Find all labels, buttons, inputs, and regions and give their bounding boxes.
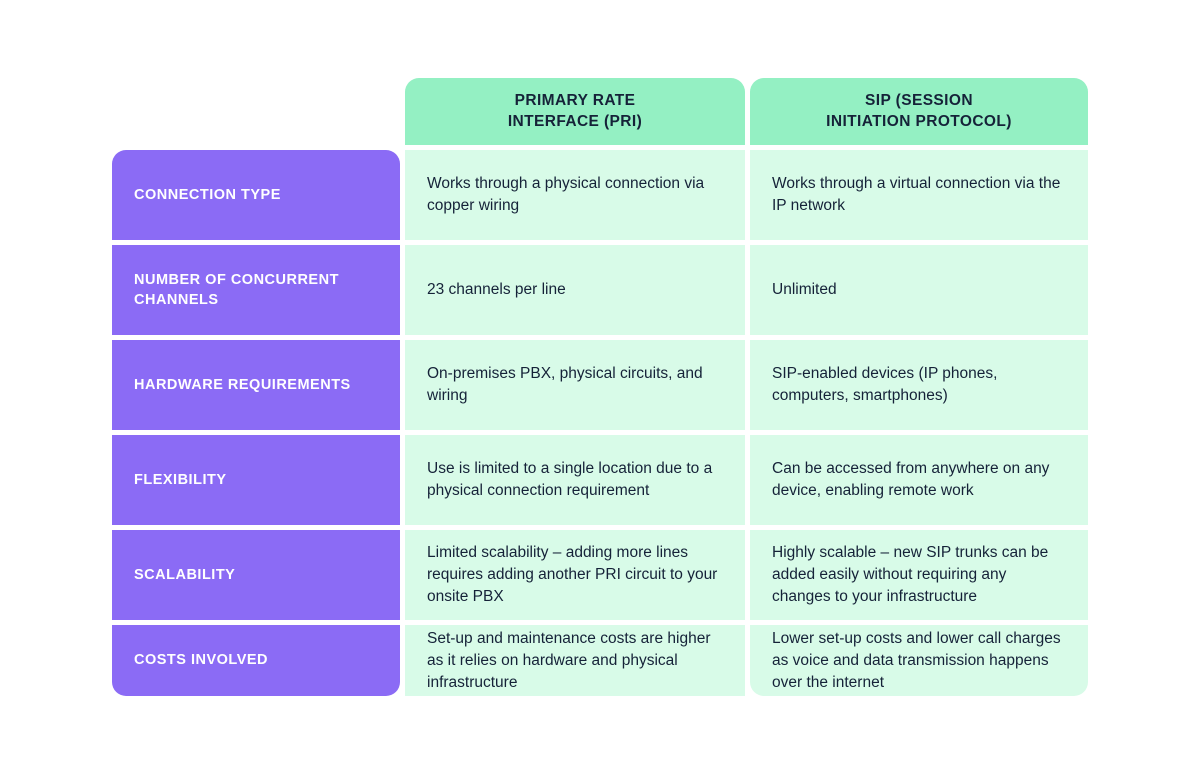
- row-label-hardware-requirements: HARDWARE REQUIREMENTS: [112, 340, 400, 430]
- row-gutter: [112, 335, 1088, 340]
- cell-sip-scalability: Highly scalable – new SIP trunks can be …: [750, 530, 1088, 620]
- row-label-flexibility: FLEXIBILITY: [112, 435, 400, 525]
- cell-pri-flexibility: Use is limited to a single location due …: [405, 435, 745, 525]
- row-label-costs-involved: COSTS INVOLVED: [112, 625, 400, 696]
- cell-sip-connection-type: Works through a virtual connection via t…: [750, 150, 1088, 240]
- cell-sip-flexibility: Can be accessed from anywhere on any dev…: [750, 435, 1088, 525]
- header-corner-spacer: [112, 78, 400, 145]
- row-label-number-of-concurrent-channels: NUMBER OF CONCURRENT CHANNELS: [112, 245, 400, 335]
- cell-sip-costs-involved: Lower set-up costs and lower call charge…: [750, 625, 1088, 696]
- cell-sip-hardware-requirements: SIP-enabled devices (IP phones, computer…: [750, 340, 1088, 430]
- row-gutter: [112, 430, 1088, 435]
- cell-pri-number-of-concurrent-channels: 23 channels per line: [405, 245, 745, 335]
- row-gutter: [112, 145, 1088, 150]
- cell-pri-scalability: Limited scalability – adding more lines …: [405, 530, 745, 620]
- row-gutter: [112, 240, 1088, 245]
- row-label-scalability: SCALABILITY: [112, 530, 400, 620]
- cell-pri-connection-type: Works through a physical connection via …: [405, 150, 745, 240]
- cell-sip-number-of-concurrent-channels: Unlimited: [750, 245, 1088, 335]
- row-gutter: [112, 525, 1088, 530]
- row-gutter: [112, 620, 1088, 625]
- cell-pri-hardware-requirements: On-premises PBX, physical circuits, and …: [405, 340, 745, 430]
- cell-pri-costs-involved: Set-up and maintenance costs are higher …: [405, 625, 745, 696]
- row-label-connection-type: CONNECTION TYPE: [112, 150, 400, 240]
